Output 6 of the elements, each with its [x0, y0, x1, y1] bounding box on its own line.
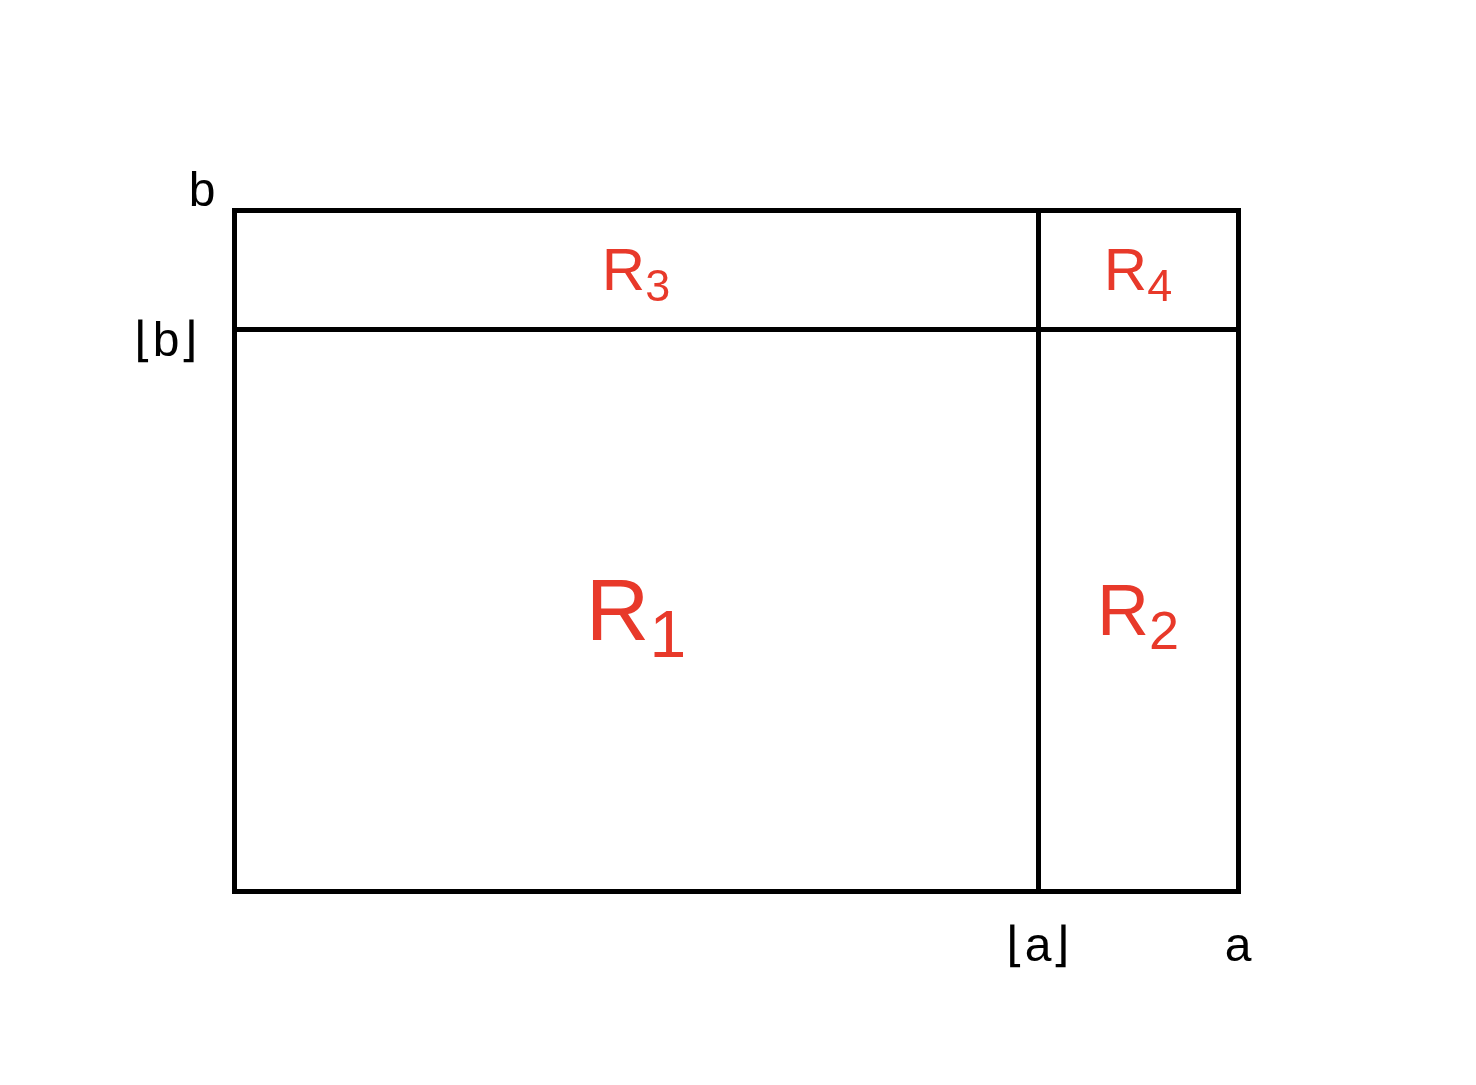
axis-label: ⌊a⌋ — [1005, 921, 1071, 969]
axis-label: a — [1224, 921, 1252, 969]
axis-label: ⌊b⌋ — [133, 316, 199, 364]
region-label: R$_{4}$ — [1103, 239, 1173, 300]
axis-label: b — [188, 166, 216, 214]
region-label: R$_{3}$ — [601, 239, 671, 300]
